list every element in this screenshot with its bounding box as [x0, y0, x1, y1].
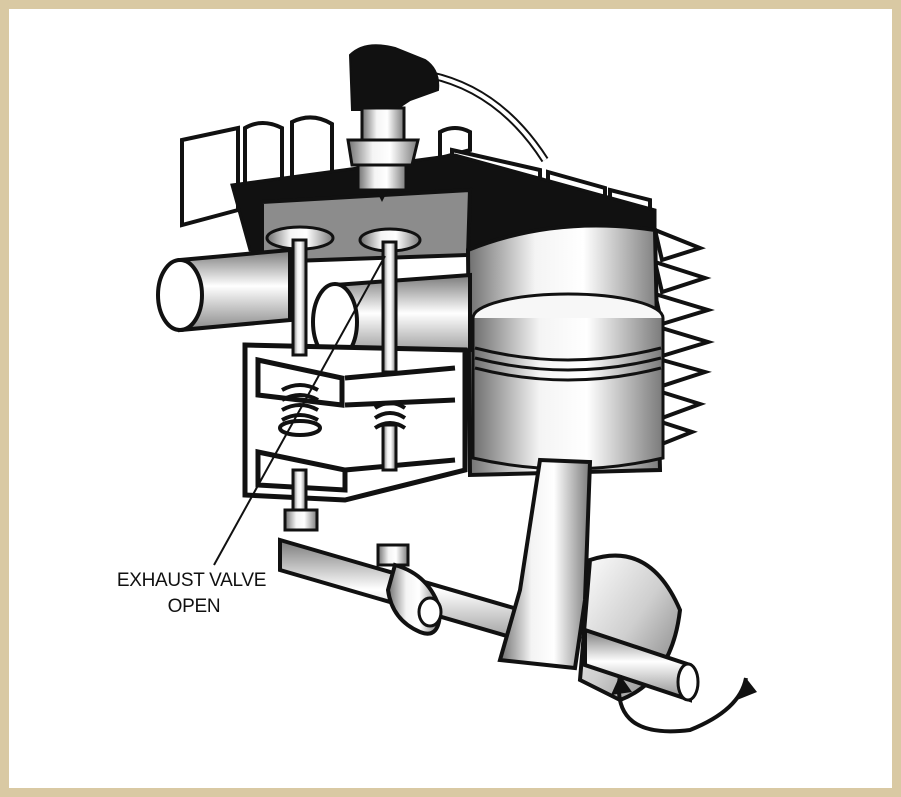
intake-valve-spring: [278, 383, 322, 437]
spark-plug: [346, 44, 440, 202]
connecting-rod: [497, 457, 593, 671]
exhaust-valve-spring: [373, 401, 407, 430]
valve-guide-housing: [242, 342, 468, 503]
rotation-arrow: [611, 674, 757, 734]
intake-valve: [265, 225, 335, 517]
exhaust-valve-label: EXHAUST VALVE OPEN: [117, 570, 271, 617]
intake-port-pipe: [156, 247, 292, 333]
exhaust-valve: [358, 227, 422, 472]
label-line-1: EXHAUST VALVE: [117, 570, 266, 591]
piston: [471, 292, 665, 471]
valve-tappets: [283, 508, 410, 567]
exhaust-valve-leader-line: [213, 255, 386, 566]
label-line-2: OPEN: [168, 596, 221, 617]
crankshaft: [577, 553, 700, 703]
exhaust-port-pipe: [311, 272, 472, 363]
cooling-fins-side: [652, 226, 715, 447]
